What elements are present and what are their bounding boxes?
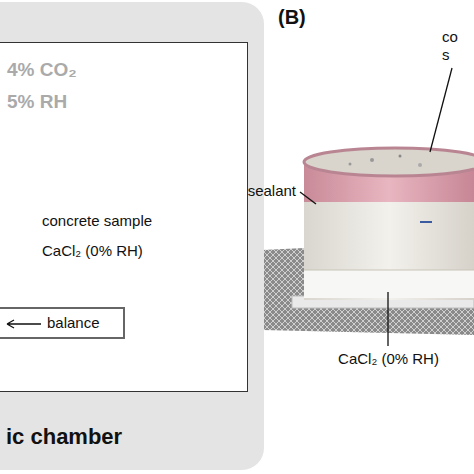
climatic-chamber: ic chamber 4% CO₂ 5% RH balance [0,2,264,470]
chamber-interior: 4% CO₂ 5% RH balance [0,42,248,392]
part-name: balance [47,314,100,331]
part-label: co s [442,28,462,64]
balance-box: balance [0,307,125,339]
condition-text: 4% CO₂ [7,59,77,81]
pointer-arrow [3,314,43,334]
condition-text: 5% RH [7,91,67,113]
sample-photo [262,68,474,346]
panel-letter: (B) [278,6,306,29]
part-label: CaCl₂ (0% RH) [336,350,441,368]
chamber-title: ic chamber [6,424,122,450]
